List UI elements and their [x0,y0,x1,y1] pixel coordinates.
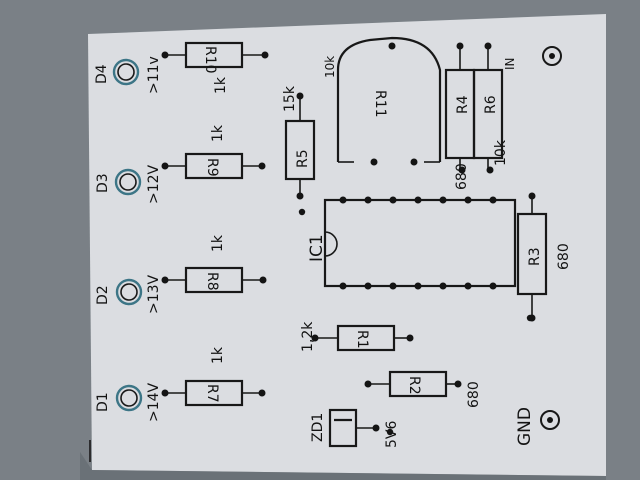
led-D3: D3 >12V [95,164,162,204]
led-D3-inner [119,173,137,191]
R8-label: R8 [204,272,220,291]
led-D3-threshold: >12V [146,164,162,204]
R7-label: R7 [204,384,220,403]
ic-IC1: IC1 [307,196,517,290]
board-shadow-edge [80,452,606,480]
led-D4-inner [117,63,135,81]
led-D1-threshold: >14V [146,382,162,422]
resistor-R1: R1 1,2k [300,321,414,352]
resistor-R3: R3 680 [516,192,572,322]
loose-pads [298,208,534,436]
zener-ZD1: ZD1 5V6 [310,408,400,448]
R5-value: 15k [282,85,298,112]
R10-label: R10 [202,46,218,74]
led-D1-inner [120,389,138,407]
trimmer-R11: R11 10k [323,36,442,166]
led-D3-label: D3 [95,173,111,193]
input-label: IN [503,57,517,70]
resistor-R5: R5 15k [282,85,316,200]
R11-label: R11 [372,90,388,118]
resistor-R8: R8 1k [161,234,267,294]
led-D1: D1 >14V [95,382,162,422]
resistor-R6: R6 10k [472,42,509,174]
board [88,14,606,476]
led-D4-threshold: >11v [146,56,162,94]
R4-value: 680 [454,163,470,190]
IC1-label: IC1 [307,234,327,262]
R9-label: R9 [204,158,220,177]
led-D2-label: D2 [95,285,111,305]
R10-value: 1k [213,76,229,94]
resistor-R7: R7 1k [161,346,266,407]
R2-value: 680 [466,381,482,408]
ground-label: GND [515,407,535,446]
led-D2-ring-icon [115,278,143,306]
R5-label: R5 [295,149,311,168]
R2-label: R2 [406,376,422,395]
led-D1-label: D1 [95,392,111,412]
ground-terminal-icon [540,410,560,430]
ZD1-label: ZD1 [310,413,326,442]
resistor-R2: R2 680 [364,370,482,408]
ic-pins [339,196,497,290]
R3-label: R3 [527,247,543,266]
led-D4: D4 >11v [94,56,162,94]
input-terminal-icon [542,46,562,66]
R6-value: 10k [493,139,509,166]
led-D1-ring-icon [115,384,143,412]
R1-label: R1 [354,330,370,349]
led-D2-inner [120,283,138,301]
led-D4-label: D4 [94,64,110,84]
resistor-R9: R9 1k [161,124,266,180]
R11-value: 10k [323,56,337,78]
led-D2: D2 >13V [95,274,162,314]
R7-value: 1k [210,346,226,364]
R4-label: R4 [455,95,471,114]
ground-terminal: GND [515,407,560,446]
input-terminal: IN [503,46,562,70]
resistor-R10: R10 1k [161,41,269,94]
R3-value: 680 [556,243,572,270]
R6-label: R6 [483,95,499,114]
led-D4-ring-icon [112,58,140,86]
R8-value: 1k [210,234,226,252]
R9-value: 1k [210,124,226,142]
led-D2-threshold: >13V [146,274,162,314]
R1-value: 1,2k [300,321,316,352]
led-D3-ring-icon [114,168,142,196]
